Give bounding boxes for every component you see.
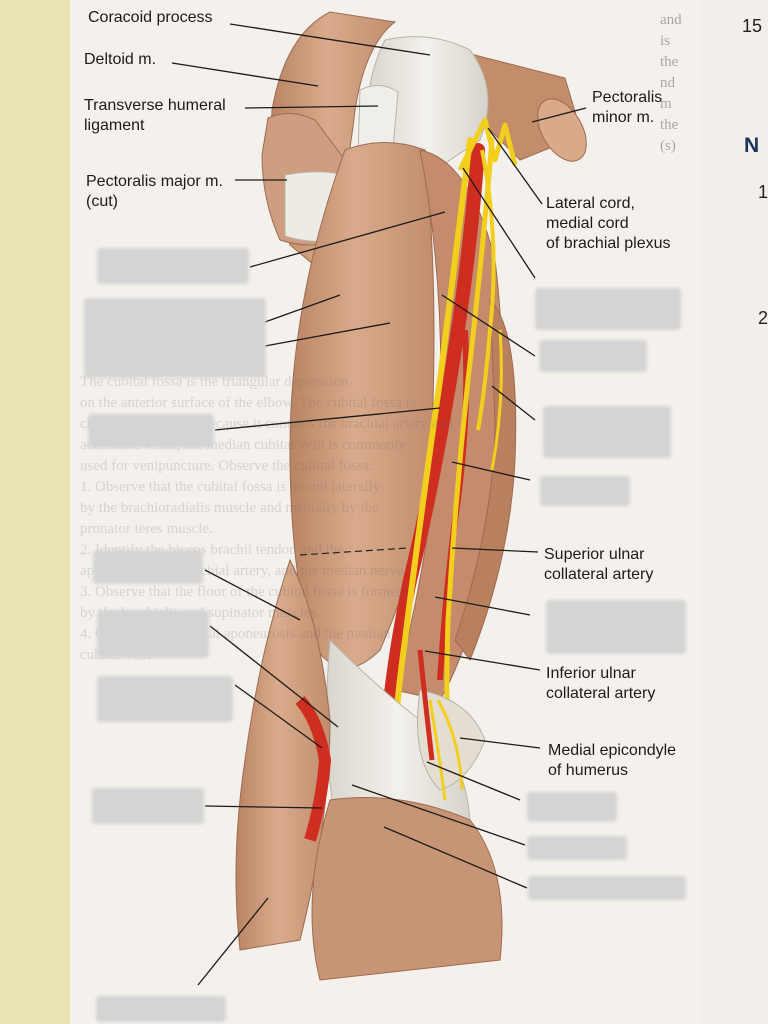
leader-lines (171, 23, 587, 986)
list-number-2: 2 (758, 308, 768, 328)
forearm-nerve-branches (428, 699, 464, 801)
label-coracoid-process: Coracoid process (88, 9, 213, 26)
label-inferior-ulnar-collateral-artery: Inferior ulnar collateral artery (546, 665, 656, 702)
page-body-text-upper: and is the nd m the (s) (660, 12, 682, 154)
hidden-label-box-5 (88, 414, 214, 448)
leader-mid (214, 407, 441, 431)
label-pectoralis-minor: Pectoralis minor m. (592, 89, 663, 126)
hidden-label-box-15 (528, 876, 686, 900)
hidden-label-box-9 (546, 600, 686, 654)
hidden-label-box-7 (540, 476, 630, 506)
leader-inf-ulnar (424, 650, 541, 671)
leader-right-d (451, 461, 531, 481)
leader-right-e (434, 596, 531, 616)
leader-blur-c (264, 322, 391, 347)
label-superior-ulnar-collateral-artery: Superior ulnar collateral artery (544, 546, 654, 583)
leader-pect-minor (531, 107, 587, 123)
hidden-label-box-3 (535, 288, 681, 330)
dashed-level-line (299, 547, 409, 556)
label-transverse-humeral-ligament: Transverse humeral ligament (84, 97, 226, 134)
leader-med-epicondyle (459, 737, 541, 749)
leader-deltoid (171, 62, 319, 87)
leader-cords-2 (462, 167, 536, 279)
hidden-label-box-16 (96, 996, 226, 1022)
hidden-label-box-10 (97, 610, 209, 658)
leader-coracoid (229, 23, 431, 56)
leader-right-b (441, 294, 536, 357)
musculocutaneous-nerve (476, 149, 496, 431)
hidden-label-box-2 (84, 298, 266, 378)
hidden-label-box-4 (539, 340, 647, 372)
leader-blur-b (264, 294, 341, 323)
leader-left-2 (209, 625, 339, 728)
label-pectoralis-major-cut: Pectoralis major m. (cut) (86, 173, 223, 210)
hidden-label-box-6 (543, 406, 671, 458)
leader-left-3 (234, 684, 323, 749)
forearm-muscles (311, 797, 503, 981)
hidden-label-box-1 (97, 248, 249, 284)
hidden-label-box-13 (527, 792, 617, 822)
leader-sup-ulnar (451, 547, 539, 553)
leader-right-g (351, 784, 526, 846)
list-number-1: 1 (758, 182, 768, 202)
brachial-plexus-cords (457, 117, 518, 172)
median-nerve (391, 137, 473, 743)
leader-left-1 (204, 569, 301, 621)
leader-left-4 (204, 805, 323, 809)
label-brachial-plexus-cords: Lateral cord, medial cord of brachial pl… (546, 195, 671, 252)
leader-blur-a (249, 211, 446, 268)
brachioradialis-muscle (235, 558, 331, 951)
leader-bottom (197, 897, 269, 986)
medial-cutaneous-nerve (490, 329, 503, 471)
leader-right-c (491, 385, 536, 421)
pectoralis-minor-cut-end (537, 98, 587, 162)
brachial-artery (381, 143, 485, 727)
hidden-label-box-12 (92, 788, 204, 824)
page-number: 15 (742, 16, 763, 36)
inferior-ulnar-collateral-artery (417, 649, 435, 761)
section-heading-fragment: N (744, 134, 760, 157)
label-deltoid: Deltoid m. (84, 51, 157, 68)
leader-right-f (426, 761, 521, 801)
leader-cords-1 (487, 127, 543, 205)
hidden-label-box-8 (93, 550, 203, 584)
leader-right-h (383, 826, 528, 889)
hidden-label-box-14 (527, 836, 627, 860)
hidden-label-box-11 (97, 676, 233, 722)
leader-transverse-ligament (244, 105, 379, 109)
label-medial-epicondyle: Medial epicondyle of humerus (548, 742, 677, 779)
cubital-vessels (295, 695, 332, 842)
